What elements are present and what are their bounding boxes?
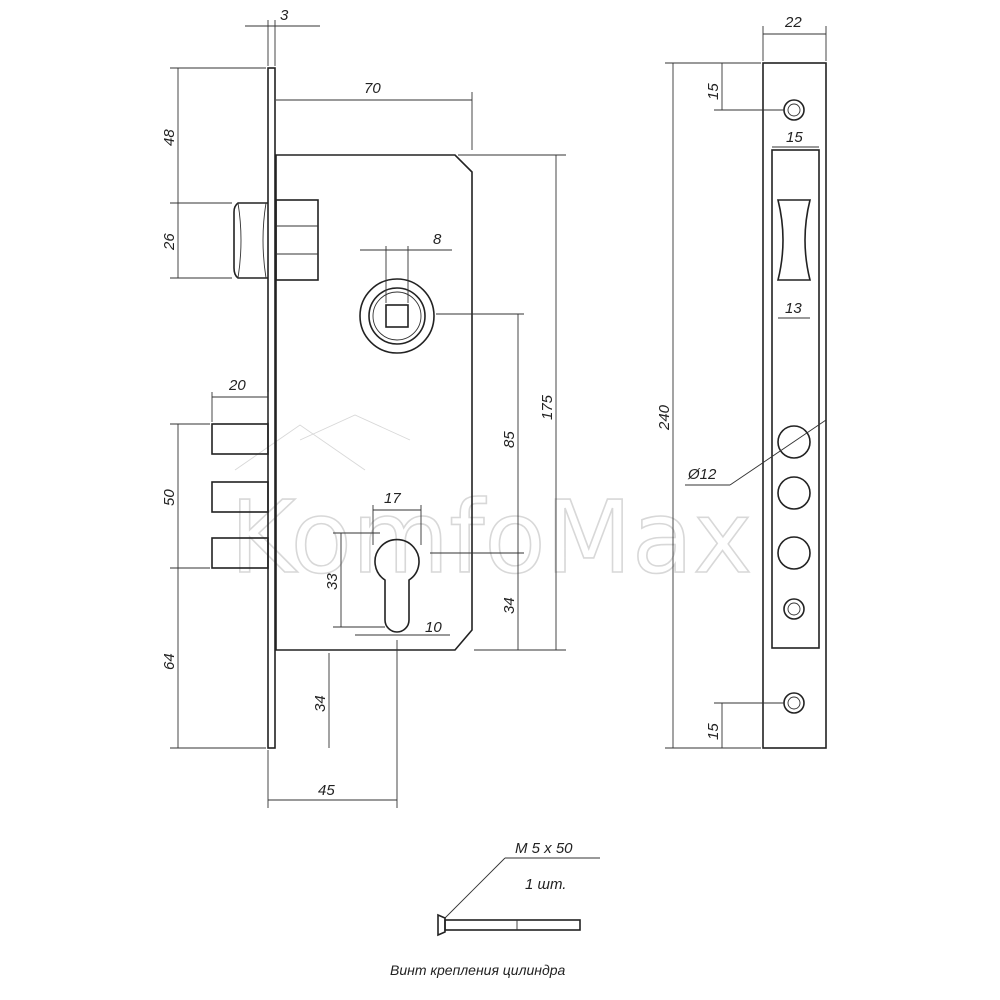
watermark-roof2-icon [299,414,411,441]
dim-15-top: 15 [705,83,722,100]
dim-70: 70 [364,80,381,97]
bolt-hole-1 [777,425,811,459]
watermark-roof-icon [234,424,366,471]
dim-8: 8 [433,231,442,248]
latch-window [776,199,812,281]
screw-hole-top [783,99,805,121]
dim-15-bottom: 15 [705,723,722,740]
dimension-labels: 3 70 48 26 8 175 85 20 50 17 33 34 10 64… [161,7,803,799]
faceplate [267,67,276,749]
dim-26: 26 [161,233,178,251]
faceplate-front-view [762,62,827,749]
dim-64: 64 [161,653,178,670]
inner-plate [771,149,820,649]
dim-diameter-12: Ø12 [687,466,717,483]
dim-10: 10 [425,619,442,636]
screw-qty: 1 шт. [525,876,566,893]
bolt-hole-3 [777,536,811,570]
dim-34-right: 34 [501,597,518,614]
dim-20: 20 [228,377,246,394]
strip-dimension-lines [665,26,827,749]
screw-caption: Винт крепления цилиндра [390,962,566,978]
dim-34-lower: 34 [312,695,329,712]
dim-240: 240 [656,404,673,431]
lock-case [275,154,473,651]
dim-3: 3 [280,7,289,24]
screw-labels: M 5 x 50 1 шт. Винт крепления цилиндра [390,840,573,978]
dim-22: 22 [784,14,802,31]
watermark-text: KomfoMax [230,479,752,596]
spindle-follower [359,278,435,354]
dim-85: 85 [501,431,518,448]
dim-13: 13 [785,300,802,317]
dim-175: 175 [539,394,556,420]
dimension-lines [170,20,566,808]
dim-45: 45 [318,782,335,799]
screw-head [437,913,446,937]
dim-33: 33 [324,573,341,590]
dead-bolt-1 [211,423,269,455]
dead-bolt-2 [211,481,269,513]
latch-bolt [233,199,319,281]
lock-body-view [211,67,473,749]
watermark-logo: KomfoMax [229,414,753,597]
screw-hole-bottom [783,692,805,714]
screw-shaft [444,919,581,931]
dead-bolt-3 [211,537,269,569]
screw-hole-mid [783,598,805,620]
dim-50: 50 [161,489,178,506]
dead-bolts [211,423,269,569]
cylinder-screw [437,857,600,937]
dim-17: 17 [384,490,401,507]
bolt-hole-2 [777,476,811,510]
cylinder-cutout [374,538,420,633]
dim-48: 48 [161,129,178,146]
dim-15-window: 15 [786,129,803,146]
faceplate-strip [762,62,827,749]
screw-spec: M 5 x 50 [515,840,573,857]
